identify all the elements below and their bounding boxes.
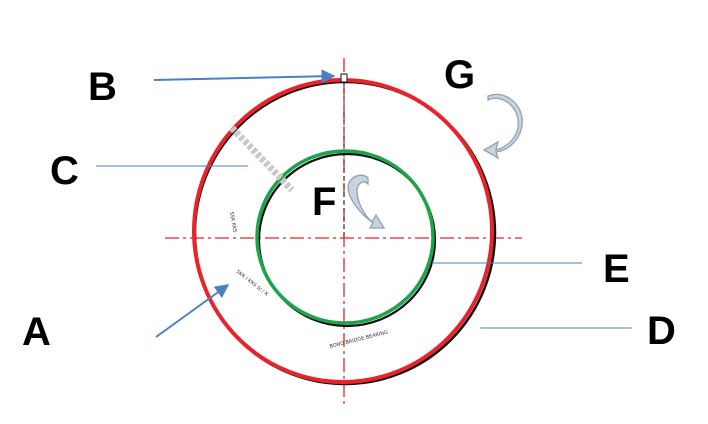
inner-ring: [255, 149, 435, 325]
inner-ring-edge: [257, 152, 437, 328]
label-d: D: [647, 309, 676, 353]
label-c: C: [50, 149, 79, 193]
label-f: F: [312, 180, 336, 224]
engraved-mark-1: SSK KKS: [228, 211, 238, 233]
label-g: G: [444, 53, 475, 97]
engraved-mark-3: BOND BRIDGE BEARING: [329, 330, 389, 350]
leader-b: [153, 69, 336, 84]
section-hatch: [229, 125, 295, 193]
leader-a: [155, 284, 230, 338]
rotation-arrow-icon: [347, 174, 386, 229]
reference-notch: [340, 73, 348, 83]
outer-ring: [192, 78, 494, 384]
label-a: A: [22, 310, 51, 354]
label-b: B: [88, 65, 117, 109]
rotation-arrow-icon: [482, 93, 523, 160]
label-e: E: [603, 247, 630, 291]
